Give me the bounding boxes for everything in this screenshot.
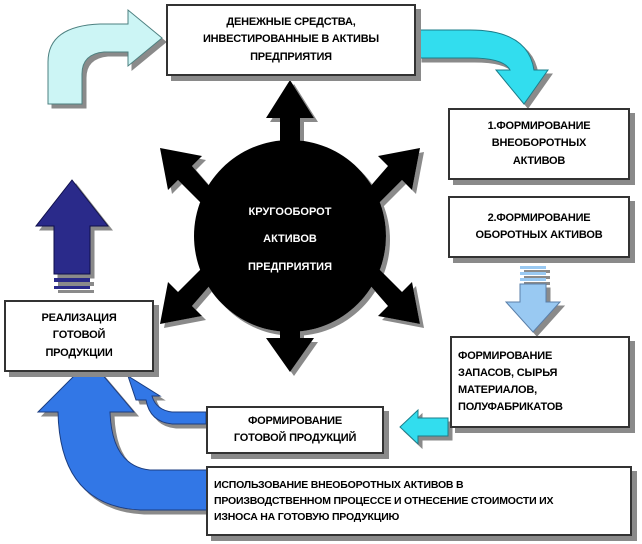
arrow-lower-right [362, 264, 420, 324]
arrow-lower-left [160, 264, 218, 324]
arrow-to-inventory-box [504, 266, 562, 333]
arrow-to-money-box [47, 8, 163, 105]
arrow-down [266, 300, 314, 372]
arrow-up [266, 80, 314, 170]
arrow-to-finished-goods [399, 408, 449, 446]
arrow-to-non-current-box [417, 29, 549, 105]
inventory-formation-box: ФОРМИРОВАНИЕ ЗАПАСОВ, СЫРЬЯ МАТЕРИАЛОВ, … [450, 336, 630, 428]
sales-box: РЕАЛИЗАЦИЯ ГОТОВОЙ ПРОДУКЦИИ [4, 300, 154, 372]
arrow-finished-to-sales [127, 374, 207, 425]
star-arrows [160, 80, 420, 372]
center-label: КРУГООБОРОТ АКТИВОВ ПРЕДПРИЯТИЯ [247, 205, 332, 273]
arrow-sales-to-money [34, 179, 110, 289]
center-circle [194, 140, 386, 332]
arrow-depreciation-to-sales [36, 359, 209, 511]
depreciation-usage-box: ИСПОЛЬЗОВАНИЕ ВНЕОБОРОТНЫХ АКТИВОВ В ПРО… [206, 466, 632, 536]
current-assets-box: 2.ФОРМИРОВАНИЕ ОБОРОТНЫХ АКТИВОВ [448, 196, 630, 258]
arrow-upper-left [160, 148, 218, 208]
finished-goods-box: ФОРМИРОВАНИЕ ГОТОВОЙ ПРОДУКЦИЙ [206, 406, 384, 454]
arrow-upper-right [362, 148, 420, 208]
non-current-assets-box: 1.ФОРМИРОВАНИЕ ВНЕОБОРОТНЫХ АКТИВОВ [448, 108, 630, 180]
money-invested-box: ДЕНЕЖНЫЕ СРЕДСТВА, ИНВЕСТИРОВАННЫЕ В АКТ… [166, 4, 416, 76]
